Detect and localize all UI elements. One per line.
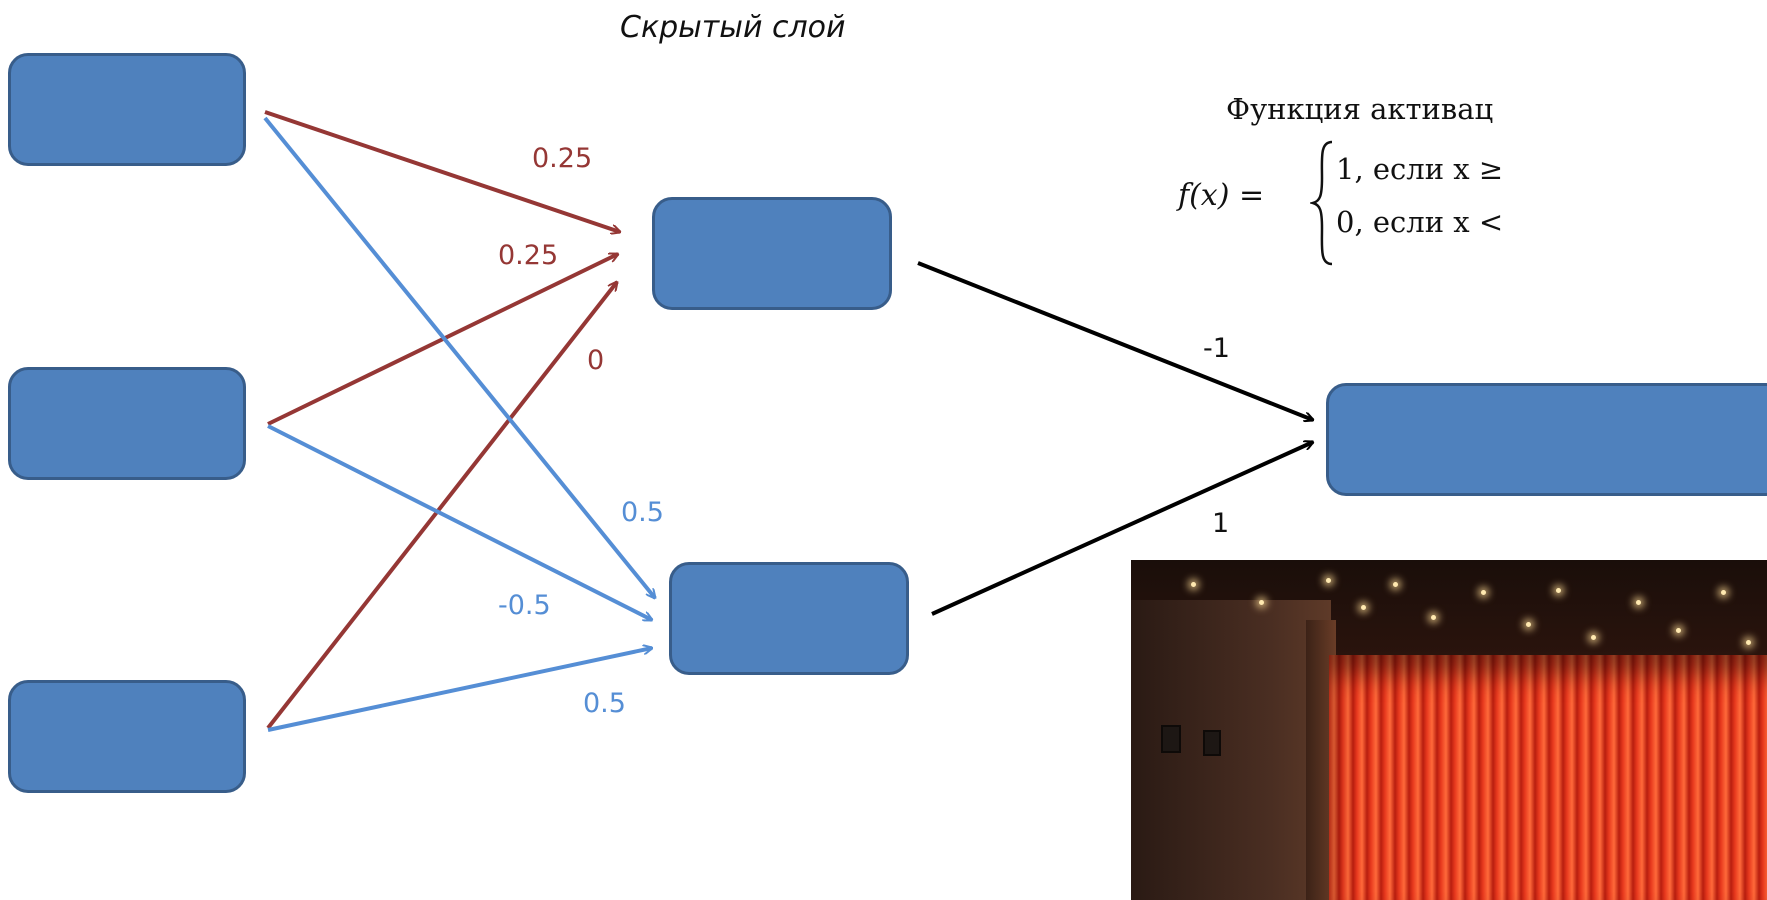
weight-label-in2-h1: 0.25 xyxy=(498,240,559,271)
weight-label-in1-h1: 0.25 xyxy=(532,143,593,174)
output-node xyxy=(1326,383,1767,496)
edge-in3-h2 xyxy=(267,648,652,732)
weight-label-in2-h2: -0.5 xyxy=(498,590,551,621)
edge-in1-h1 xyxy=(264,110,620,232)
speaker-icon xyxy=(1161,725,1181,753)
edge-h2-out xyxy=(931,442,1313,616)
cinema-hall-image xyxy=(1131,560,1767,900)
piecewise-brace-icon xyxy=(1310,140,1333,266)
weight-label-in1-h2: 0.5 xyxy=(621,497,664,528)
input-node-1 xyxy=(8,53,246,166)
weight-label-in3-h1: 0 xyxy=(587,345,605,376)
edge-in3-h1 xyxy=(266,282,617,730)
edge-in2-h2 xyxy=(267,424,652,622)
speaker-icon xyxy=(1203,730,1221,756)
weight-label-h1-out: -1 xyxy=(1203,333,1230,364)
weight-label-in3-h2: 0.5 xyxy=(583,688,626,719)
hidden-node-2 xyxy=(669,562,909,675)
activation-case-1: 1, если x ≥ xyxy=(1336,152,1504,186)
activation-case-2: 0, если x < xyxy=(1336,205,1504,239)
edge-in1-h2 xyxy=(263,116,655,598)
weight-label-h2-out: 1 xyxy=(1212,508,1230,539)
edge-h1-out xyxy=(917,261,1313,420)
activation-lhs: f(x) = xyxy=(1178,178,1265,213)
hidden-layer-title: Скрытый слой xyxy=(620,10,846,45)
activation-heading: Функция активац xyxy=(1226,92,1494,126)
input-node-2 xyxy=(8,367,246,480)
hidden-node-1 xyxy=(652,197,892,310)
input-node-3 xyxy=(8,680,246,793)
